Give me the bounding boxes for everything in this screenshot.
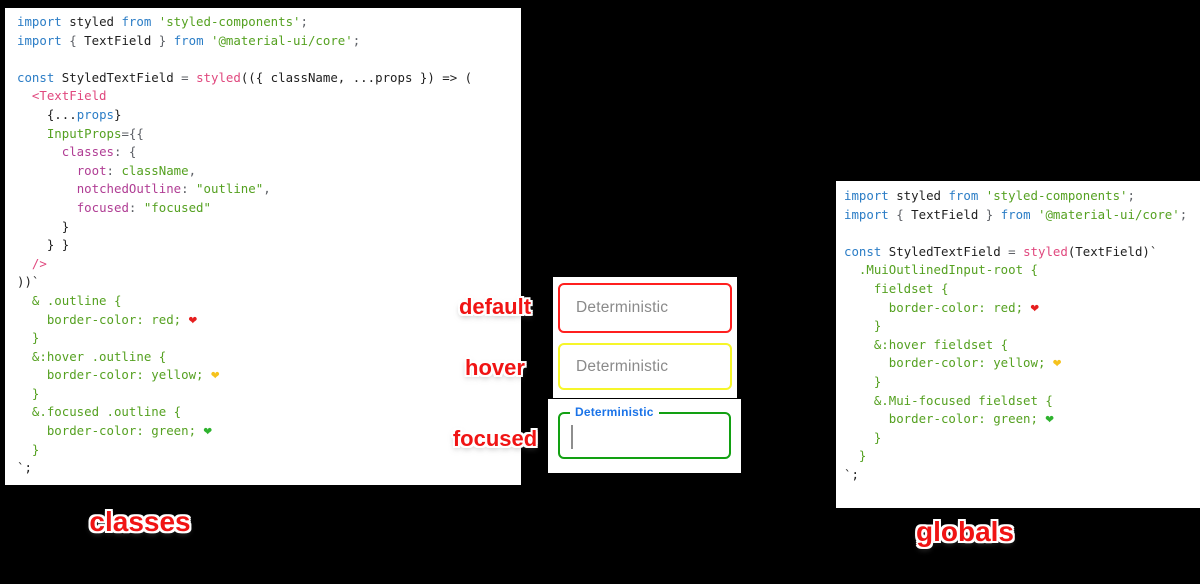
code-line: {...props} — [17, 106, 122, 122]
textfield-default[interactable]: Deterministic — [558, 283, 732, 333]
code-line: <TextField — [31, 88, 107, 104]
code-line: root: className, — [76, 162, 197, 178]
annotation-default: default — [458, 294, 532, 319]
code-line: border-color: yellow; ❤ — [844, 355, 1062, 372]
code-line: fieldset { — [844, 280, 949, 296]
textfield-demo-card: Deterministic Deterministic — [553, 277, 737, 398]
textfield-focused[interactable]: Deterministic — [558, 405, 731, 459]
code-line: } — [17, 441, 40, 457]
code-line: classes: { — [61, 144, 137, 160]
code-line: } } — [17, 237, 70, 253]
code-line: border-color: yellow; ❤ — [17, 367, 220, 384]
code-line — [17, 50, 509, 69]
code-line: } — [844, 429, 882, 445]
annotation-hover: hover — [465, 355, 525, 380]
code-line: border-color: green; ❤ — [17, 423, 212, 440]
code-line: const StyledTextField = styled(TextField… — [844, 243, 1158, 259]
code-line: notchedOutline: "outline", — [76, 181, 271, 197]
textfield-hover[interactable]: Deterministic — [558, 343, 732, 390]
code-line: } — [844, 318, 882, 334]
text-cursor — [571, 425, 573, 449]
textfield-focused-label: Deterministic — [570, 405, 659, 419]
caption-classes: classes — [89, 506, 191, 537]
code-line: border-color: red; ❤ — [844, 299, 1039, 316]
code-line: border-color: green; ❤ — [844, 411, 1054, 428]
code-line: &:hover .outline { — [17, 348, 167, 364]
code-line: /> — [31, 255, 47, 271]
code-line: &.Mui-focused fieldset { — [844, 392, 1053, 408]
code-line: import styled from 'styled-components'; — [844, 188, 1135, 203]
code-line: .MuiOutlinedInput-root { — [844, 262, 1038, 278]
textfield-hover-placeholder: Deterministic — [576, 357, 669, 375]
code-line — [844, 224, 1200, 243]
code-line: &.focused .outline { — [17, 404, 182, 420]
textfield-default-placeholder: Deterministic — [576, 299, 669, 316]
code-line: InputProps={{ — [46, 125, 144, 141]
code-line: const StyledTextField = styled(({ classN… — [17, 69, 473, 85]
code-panel-classes: import styled from 'styled-components'; i… — [5, 8, 521, 485]
code-line: } — [844, 373, 882, 389]
code-line: & .outline { — [17, 292, 122, 308]
code-line: `; — [844, 466, 859, 482]
code-line: } — [17, 330, 40, 346]
code-line: } — [17, 218, 70, 234]
code-line: } — [844, 448, 867, 464]
code-line: import styled from 'styled-components'; — [17, 14, 308, 29]
annotation-focused: focused — [452, 426, 538, 451]
code-line: &:hover fieldset { — [844, 336, 1009, 352]
textfield-demo-card-focused: Deterministic — [548, 399, 741, 473]
code-line: import { TextField } from '@material-ui/… — [844, 206, 1188, 222]
code-line: focused: "focused" — [76, 199, 211, 215]
code-line: border-color: red; ❤ — [17, 311, 198, 328]
code-line: ))` — [17, 274, 40, 290]
code-line: } — [17, 385, 40, 401]
code-line: import { TextField } from '@material-ui/… — [17, 32, 361, 48]
caption-globals: globals — [915, 516, 1014, 547]
code-line: `; — [17, 460, 32, 476]
code-panel-globals: import styled from 'styled-components'; i… — [836, 181, 1200, 508]
